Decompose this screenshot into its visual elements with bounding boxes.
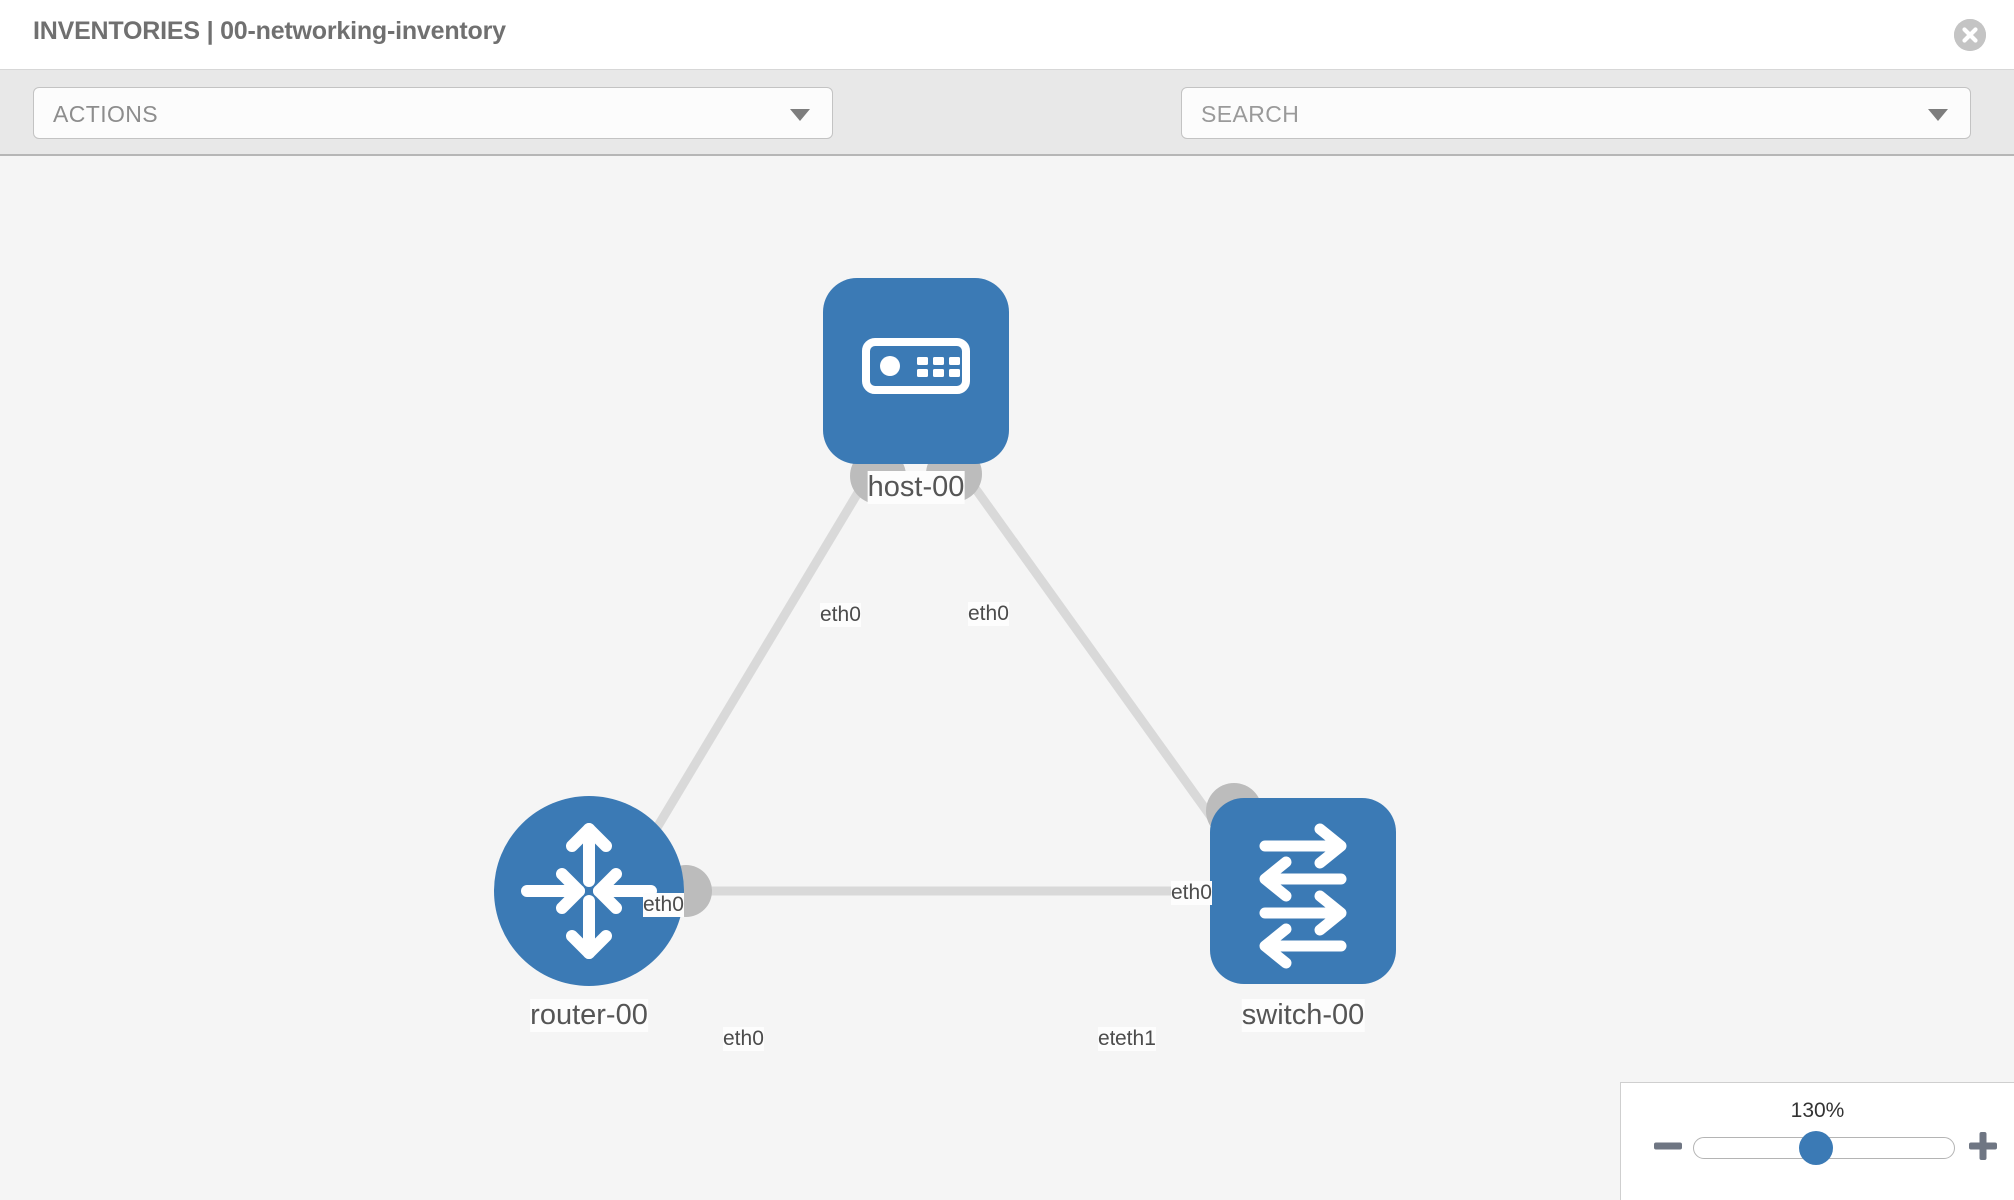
page-header: INVENTORIES | 00-networking-inventory (0, 0, 2014, 70)
node-label-host-00: host-00 (867, 471, 965, 505)
search-input[interactable]: SEARCH (1181, 87, 1971, 139)
plus-icon[interactable] (1966, 1129, 2000, 1163)
topology-canvas[interactable]: host-00 router-00 switch-00 eth0 eth0 et… (0, 156, 2014, 1200)
link-host-router (636, 453, 884, 859)
chevron-down-icon (790, 109, 810, 121)
port-label-router-eth0-uplink: eth0 (643, 893, 684, 918)
port-markers (660, 446, 1262, 917)
zoom-percent-label: 130% (1790, 1099, 1845, 1122)
actions-dropdown[interactable]: ACTIONS (33, 87, 833, 139)
port-label-host-eth0-left: eth0 (820, 603, 861, 628)
node-label-switch-00: switch-00 (1241, 999, 1365, 1033)
port-label-switch-eth1: eth1 (1115, 1027, 1156, 1052)
toolbar: ACTIONS SEARCH (0, 70, 2014, 203)
close-icon[interactable] (1954, 19, 1986, 51)
topology-graph (494, 278, 1396, 986)
link-host-switch (948, 453, 1236, 849)
port-label-router-eth0: eth0 (723, 1027, 764, 1052)
zoom-slider-thumb[interactable] (1799, 1131, 1833, 1165)
search-placeholder: SEARCH (1201, 101, 1300, 127)
port-label-switch-eth0-uplink: eth0 (1171, 881, 1212, 906)
node-switch-00[interactable] (1210, 798, 1396, 984)
node-host-00[interactable] (823, 278, 1009, 464)
actions-dropdown-label: ACTIONS (53, 101, 159, 127)
page-title: INVENTORIES | 00-networking-inventory (33, 17, 506, 45)
zoom-control: 130% (1620, 1082, 2014, 1200)
search-chevron-down-icon[interactable] (1928, 109, 1948, 121)
port-label-host-eth0-right: eth0 (968, 602, 1009, 627)
node-label-router-00: router-00 (530, 999, 648, 1033)
node-router-00[interactable] (494, 796, 684, 986)
minus-icon[interactable] (1651, 1129, 1685, 1163)
